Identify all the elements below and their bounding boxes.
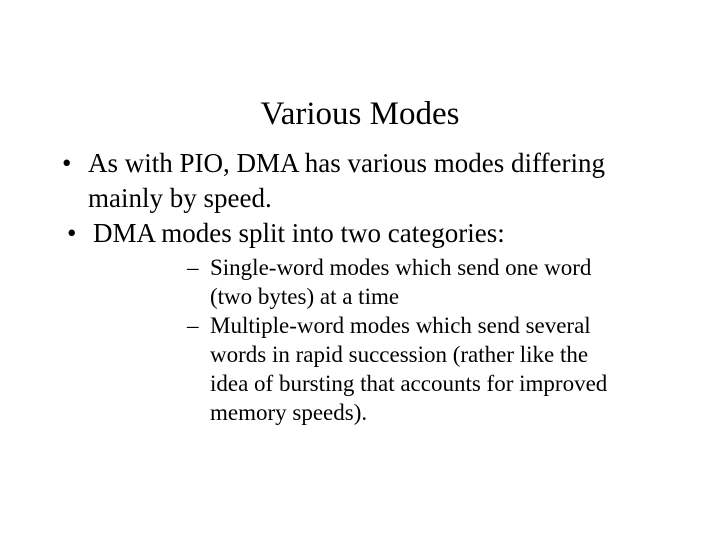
- slide-title: Various Modes: [260, 96, 460, 133]
- bullet-item-1-text: As with PIO, DMA has various modes diffe…: [88, 148, 605, 213]
- dash-bullet-icon: –: [187, 255, 199, 280]
- slide-body: • As with PIO, DMA has various modes dif…: [0, 146, 720, 427]
- bullet-item-1: • As with PIO, DMA has various modes dif…: [0, 146, 720, 216]
- dash-bullet-icon: –: [187, 313, 199, 338]
- sub-bullet-item-2-text: Multiple-word modes which send several w…: [210, 313, 608, 425]
- bullet-list: • As with PIO, DMA has various modes dif…: [0, 146, 720, 427]
- sub-bullet-item-1: – Single-word modes which send one word …: [93, 253, 680, 311]
- bullet-point-icon: •: [62, 148, 72, 178]
- bullet-item-2: • DMA modes split into two categories: –…: [0, 216, 720, 427]
- sub-bullet-list: – Single-word modes which send one word …: [93, 253, 680, 427]
- bullet-point-icon: •: [67, 218, 77, 248]
- sub-bullet-item-1-text: Single-word modes which send one word (t…: [210, 255, 592, 309]
- sub-bullet-item-2: – Multiple-word modes which send several…: [93, 311, 680, 427]
- bullet-item-2-text: DMA modes split into two categories:: [93, 218, 505, 248]
